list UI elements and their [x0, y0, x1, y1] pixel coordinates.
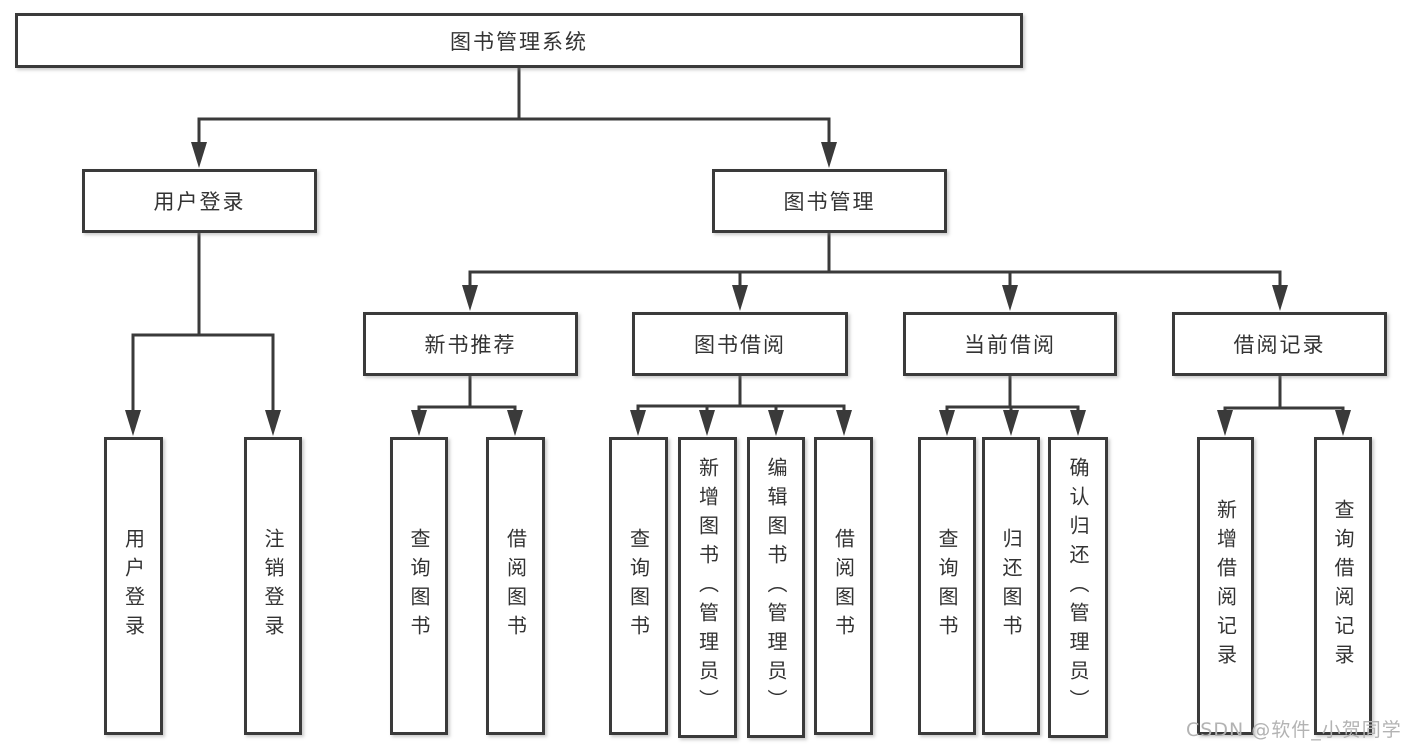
leaf-rec-borrow-books: 借阅图书 — [486, 437, 545, 735]
leaf-bb-add-books-admin: 新增图书（管理员） — [678, 437, 737, 738]
node-borrow-record: 借阅记录 — [1172, 312, 1387, 376]
arrowhead-icon — [125, 410, 141, 436]
arrowhead-icon — [768, 410, 784, 436]
node-root: 图书管理系统 — [15, 13, 1023, 68]
leaf-rec-query-books: 查询图书 — [390, 437, 448, 735]
node-book-borrow-label: 图书借阅 — [694, 333, 786, 357]
arrowhead-icon — [836, 410, 852, 436]
arrowhead-icon — [630, 410, 646, 436]
leaf-user-login: 用户登录 — [104, 437, 163, 735]
leaf-bb-edit-books-admin: 编辑图书（管理员） — [747, 437, 805, 738]
node-user-login: 用户登录 — [82, 169, 317, 233]
arrowhead-icon — [1272, 285, 1288, 311]
leaf-br-add-record: 新增借阅记录 — [1197, 437, 1254, 735]
leaf-bb-edit-books-admin-label: 编辑图书（管理员） — [764, 457, 788, 718]
arrowhead-icon — [1003, 410, 1019, 436]
arrowheads — [125, 142, 1351, 436]
leaf-rec-query-books-label: 查询图书 — [407, 528, 431, 644]
arrowhead-icon — [1002, 285, 1018, 311]
leaf-cb-return-books: 归还图书 — [982, 437, 1040, 735]
node-book-management: 图书管理 — [712, 169, 947, 233]
leaf-br-add-record-label: 新增借阅记录 — [1213, 499, 1238, 673]
node-book-borrow: 图书借阅 — [632, 312, 848, 376]
node-book-management-label: 图书管理 — [783, 190, 876, 214]
arrowhead-icon — [1070, 410, 1086, 436]
arrowhead-icon — [191, 142, 207, 168]
node-root-label: 图书管理系统 — [450, 29, 588, 54]
arrowhead-icon — [411, 410, 427, 436]
node-current-borrow-label: 当前借阅 — [964, 333, 1056, 357]
arrowhead-icon — [507, 410, 523, 436]
node-borrow-record-label: 借阅记录 — [1233, 333, 1326, 357]
node-new-book-recommend: 新书推荐 — [363, 312, 578, 376]
leaf-cb-query-books: 查询图书 — [918, 437, 976, 735]
leaf-rec-borrow-books-label: 借阅图书 — [503, 528, 528, 644]
leaf-bb-add-books-admin-label: 新增图书（管理员） — [695, 457, 720, 718]
arrowhead-icon — [265, 410, 281, 436]
leaf-bb-query-books: 查询图书 — [609, 437, 668, 735]
arrowhead-icon — [462, 285, 478, 311]
leaf-logout: 注销登录 — [244, 437, 302, 735]
node-user-login-label: 用户登录 — [153, 190, 246, 214]
leaf-bb-borrow-books: 借阅图书 — [814, 437, 873, 735]
node-current-borrow: 当前借阅 — [903, 312, 1117, 376]
leaf-cb-query-books-label: 查询图书 — [935, 528, 959, 644]
leaf-bb-borrow-books-label: 借阅图书 — [831, 528, 856, 644]
node-new-book-recommend-label: 新书推荐 — [424, 333, 517, 357]
arrowhead-icon — [732, 285, 748, 311]
leaf-cb-confirm-return-admin: 确认归还（管理员） — [1048, 437, 1108, 738]
arrowhead-icon — [1217, 410, 1233, 436]
leaf-user-login-label: 用户登录 — [121, 528, 146, 644]
leaf-br-query-record: 查询借阅记录 — [1314, 437, 1372, 735]
leaf-bb-query-books-label: 查询图书 — [626, 528, 651, 644]
arrowhead-icon — [1335, 410, 1351, 436]
leaf-cb-confirm-return-admin-label: 确认归还（管理员） — [1066, 457, 1090, 718]
arrowhead-icon — [939, 410, 955, 436]
csdn-watermark: CSDN @软件_小贺同学 — [1186, 719, 1402, 741]
arrowhead-icon — [699, 410, 715, 436]
leaf-logout-label: 注销登录 — [261, 528, 285, 644]
leaf-br-query-record-label: 查询借阅记录 — [1331, 499, 1355, 673]
leaf-cb-return-books-label: 归还图书 — [999, 528, 1023, 644]
arrowhead-icon — [821, 142, 837, 168]
